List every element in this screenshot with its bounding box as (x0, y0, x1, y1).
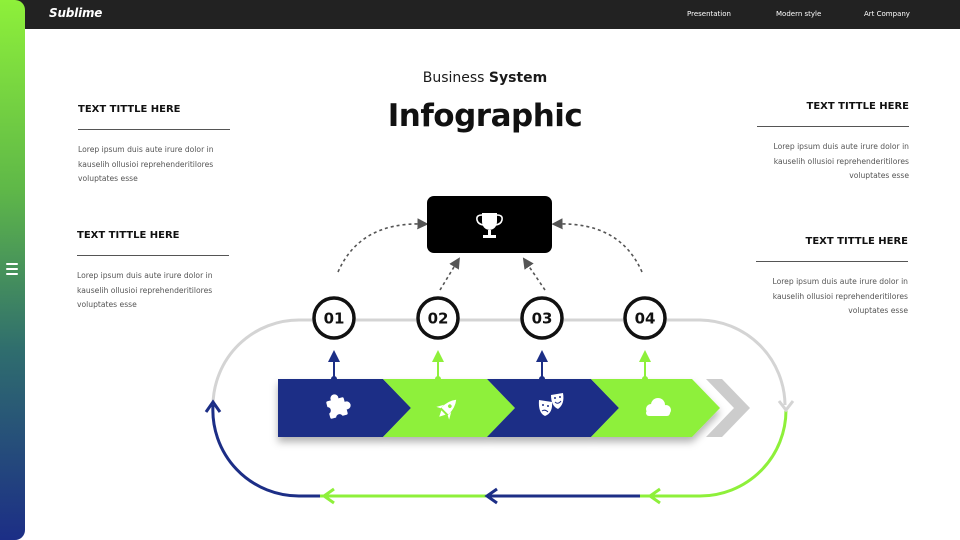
connector-02 (432, 350, 444, 382)
connector-04 (639, 350, 651, 382)
dashed-arrow-04 (551, 218, 643, 273)
step-band-03 (487, 379, 619, 437)
loop-arrow-down-icon (777, 400, 795, 413)
step-circle-02 (416, 296, 460, 340)
puzzle-icon (323, 394, 351, 422)
dashed-arrow-03 (522, 257, 546, 291)
page-title: Infographic (387, 98, 583, 134)
text-block-top-right: TEXT TITTLE HERE Lorep ipsum duis aute i… (757, 101, 909, 184)
chevron-tail-icon (706, 379, 750, 437)
nav-modern-style[interactable]: Modern style (776, 10, 822, 18)
step-number-01: 01 (324, 310, 345, 328)
sidebar (0, 0, 25, 540)
step-number-04: 04 (635, 310, 656, 328)
hamburger-menu-icon[interactable] (6, 263, 18, 275)
text-block-title: TEXT TITTLE HERE (805, 236, 909, 247)
loop-arrow-left-icon (321, 487, 335, 505)
page-subtitle: Business System (422, 70, 548, 86)
dashed-arrow-02 (439, 257, 460, 291)
loop-track-navy-left (211, 404, 320, 498)
connector-03 (536, 350, 548, 382)
divider (757, 126, 909, 127)
nav-presentation[interactable]: Presentation (687, 10, 731, 18)
step-circle-01 (312, 296, 356, 340)
text-block-title: TEXT TITTLE HERE (78, 104, 181, 115)
text-block-bottom-right: TEXT TITTLE HERE Lorep ipsum duis aute i… (756, 236, 908, 319)
loop-arrow-left-icon (484, 487, 498, 505)
text-block-title: TEXT TITTLE HERE (806, 101, 910, 112)
dashed-arrow-01 (337, 218, 429, 273)
loop-arrow-up-icon (204, 399, 222, 413)
loop-arrow-left-icon (647, 487, 661, 505)
loop-track-lime-right (640, 409, 788, 498)
theater-masks-icon (538, 393, 564, 416)
brand-logo[interactable]: Sublime (49, 6, 103, 20)
trophy-icon (476, 213, 503, 238)
nav-art-company[interactable]: Art Company (864, 10, 910, 18)
text-block-top-left: TEXT TITTLE HERE Lorep ipsum duis aute i… (78, 104, 230, 187)
loop-track-top (211, 318, 787, 406)
connector-01 (328, 350, 340, 382)
step-circle-03 (520, 296, 564, 340)
divider (756, 261, 908, 262)
text-block-bottom-left: TEXT TITTLE HERE Lorep ipsum duis aute i… (77, 230, 229, 313)
step-number-02: 02 (428, 310, 449, 328)
top-bar: Sublime Presentation Modern style Art Co… (0, 0, 960, 29)
text-block-title: TEXT TITTLE HERE (77, 230, 180, 241)
cloud-icon (646, 398, 671, 416)
step-circle-04 (623, 296, 667, 340)
divider (77, 255, 229, 256)
divider (78, 129, 230, 130)
step-number-03: 03 (532, 310, 553, 328)
